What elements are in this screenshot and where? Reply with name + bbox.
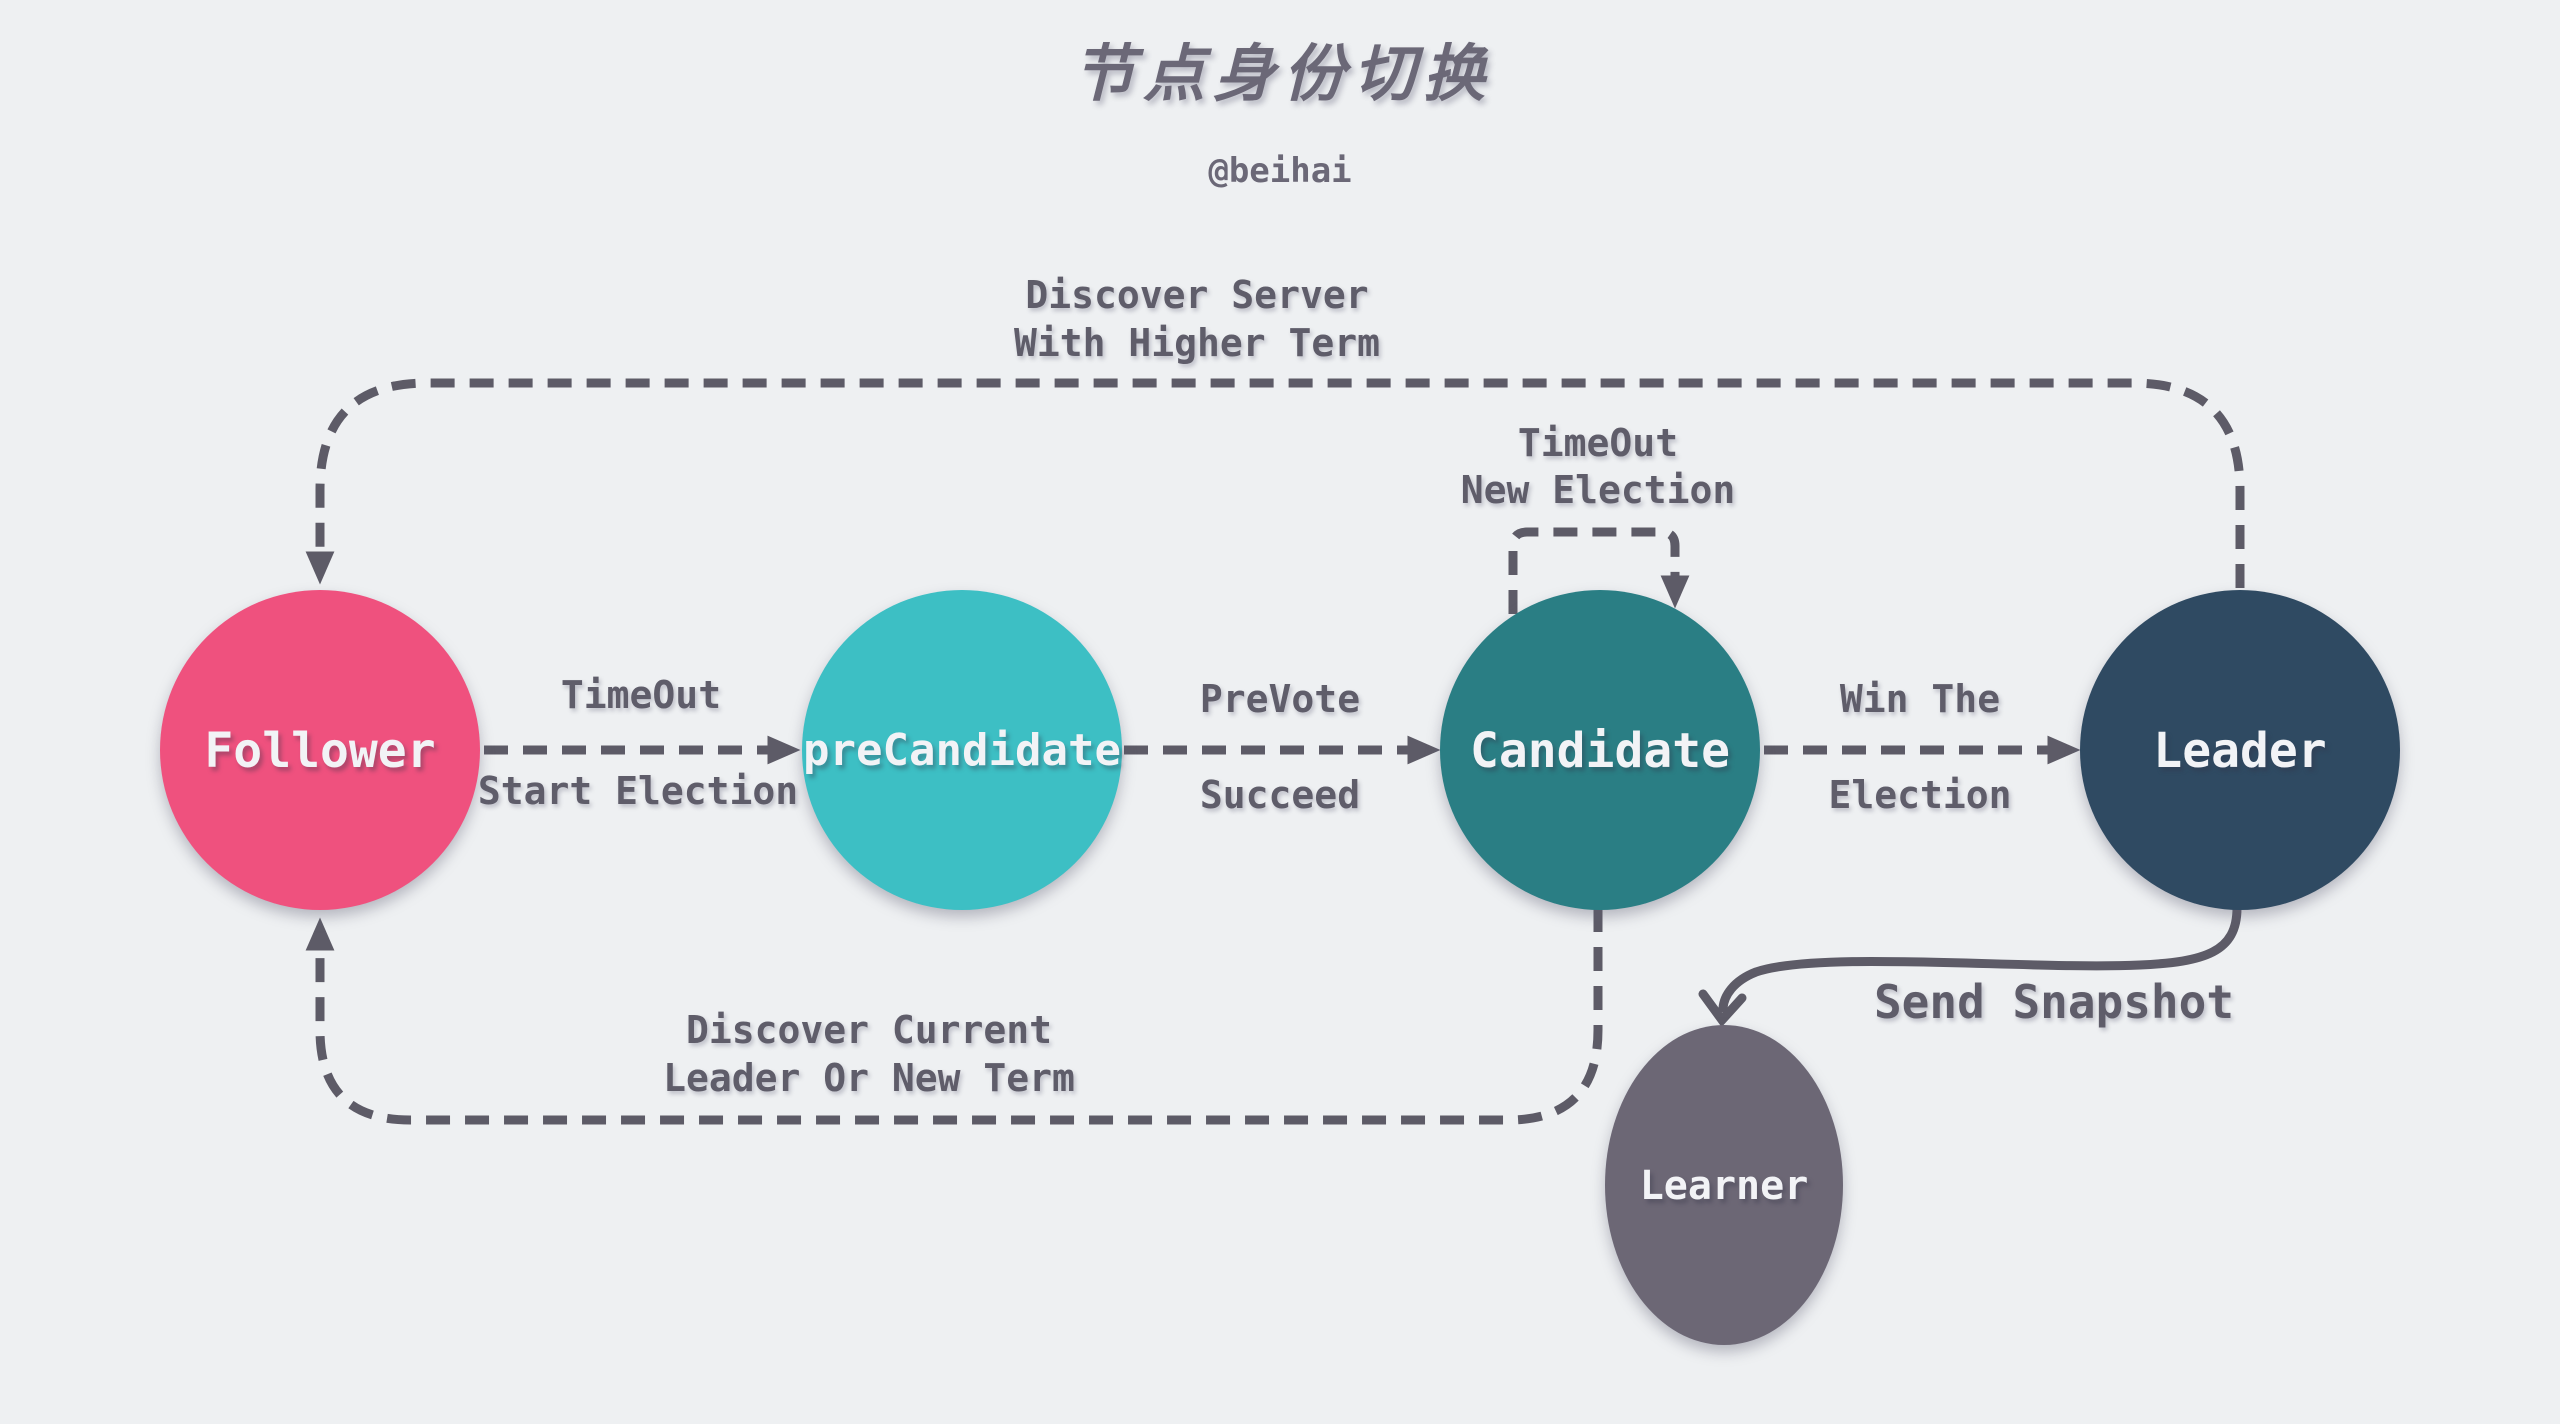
edge-label-succeed: Succeed [1200,773,1360,817]
edge-label-prevote: PreVote [1200,677,1360,721]
edge-label-timeout-new-election-line2: New Election [1461,468,1736,512]
edge-label-discover-current-line2: Leader Or New Term [663,1056,1075,1100]
edge-leader-to-learner [1718,903,2242,1013]
edge-leader-to-learner-arrowhead [1698,989,1747,1028]
edge-leader-to-follower [305,378,2245,588]
page-title: 节点身份切换 [1073,37,1493,110]
node-learner [1605,1025,1843,1345]
edge-label-election: Election [1828,773,2011,817]
edge-label-discover-server-line1: Discover Server [1025,273,1368,317]
node-candidate [1440,590,1760,910]
page-subtitle: @beihai [1208,151,1351,191]
node-leader [2080,590,2400,910]
edge-candidate-self-loop [1508,527,1690,614]
node-follower-label: Follower [204,723,435,779]
node-learner-label: Learner [1640,1163,1809,1209]
node-leader-label: Leader [2153,723,2326,779]
edge-candidate-to-follower [305,908,1603,1125]
node-follower [160,590,480,910]
edge-label-timeout: TimeOut [561,673,721,717]
node-precandidate-label: preCandidate [803,725,1121,776]
edge-label-discover-server-line2: With Higher Term [1014,321,1380,365]
edge-label-start-election: Start Election [478,769,798,813]
edge-label-send-snapshot: Send Snapshot [1874,975,2234,1029]
edge-label-win-the: Win The [1840,677,2000,721]
edge-label-timeout-new-election-line1: TimeOut [1518,421,1678,465]
node-precandidate [802,590,1122,910]
edge-label-discover-current-line1: Discover Current [686,1008,1052,1052]
node-candidate-label: Candidate [1470,723,1730,779]
